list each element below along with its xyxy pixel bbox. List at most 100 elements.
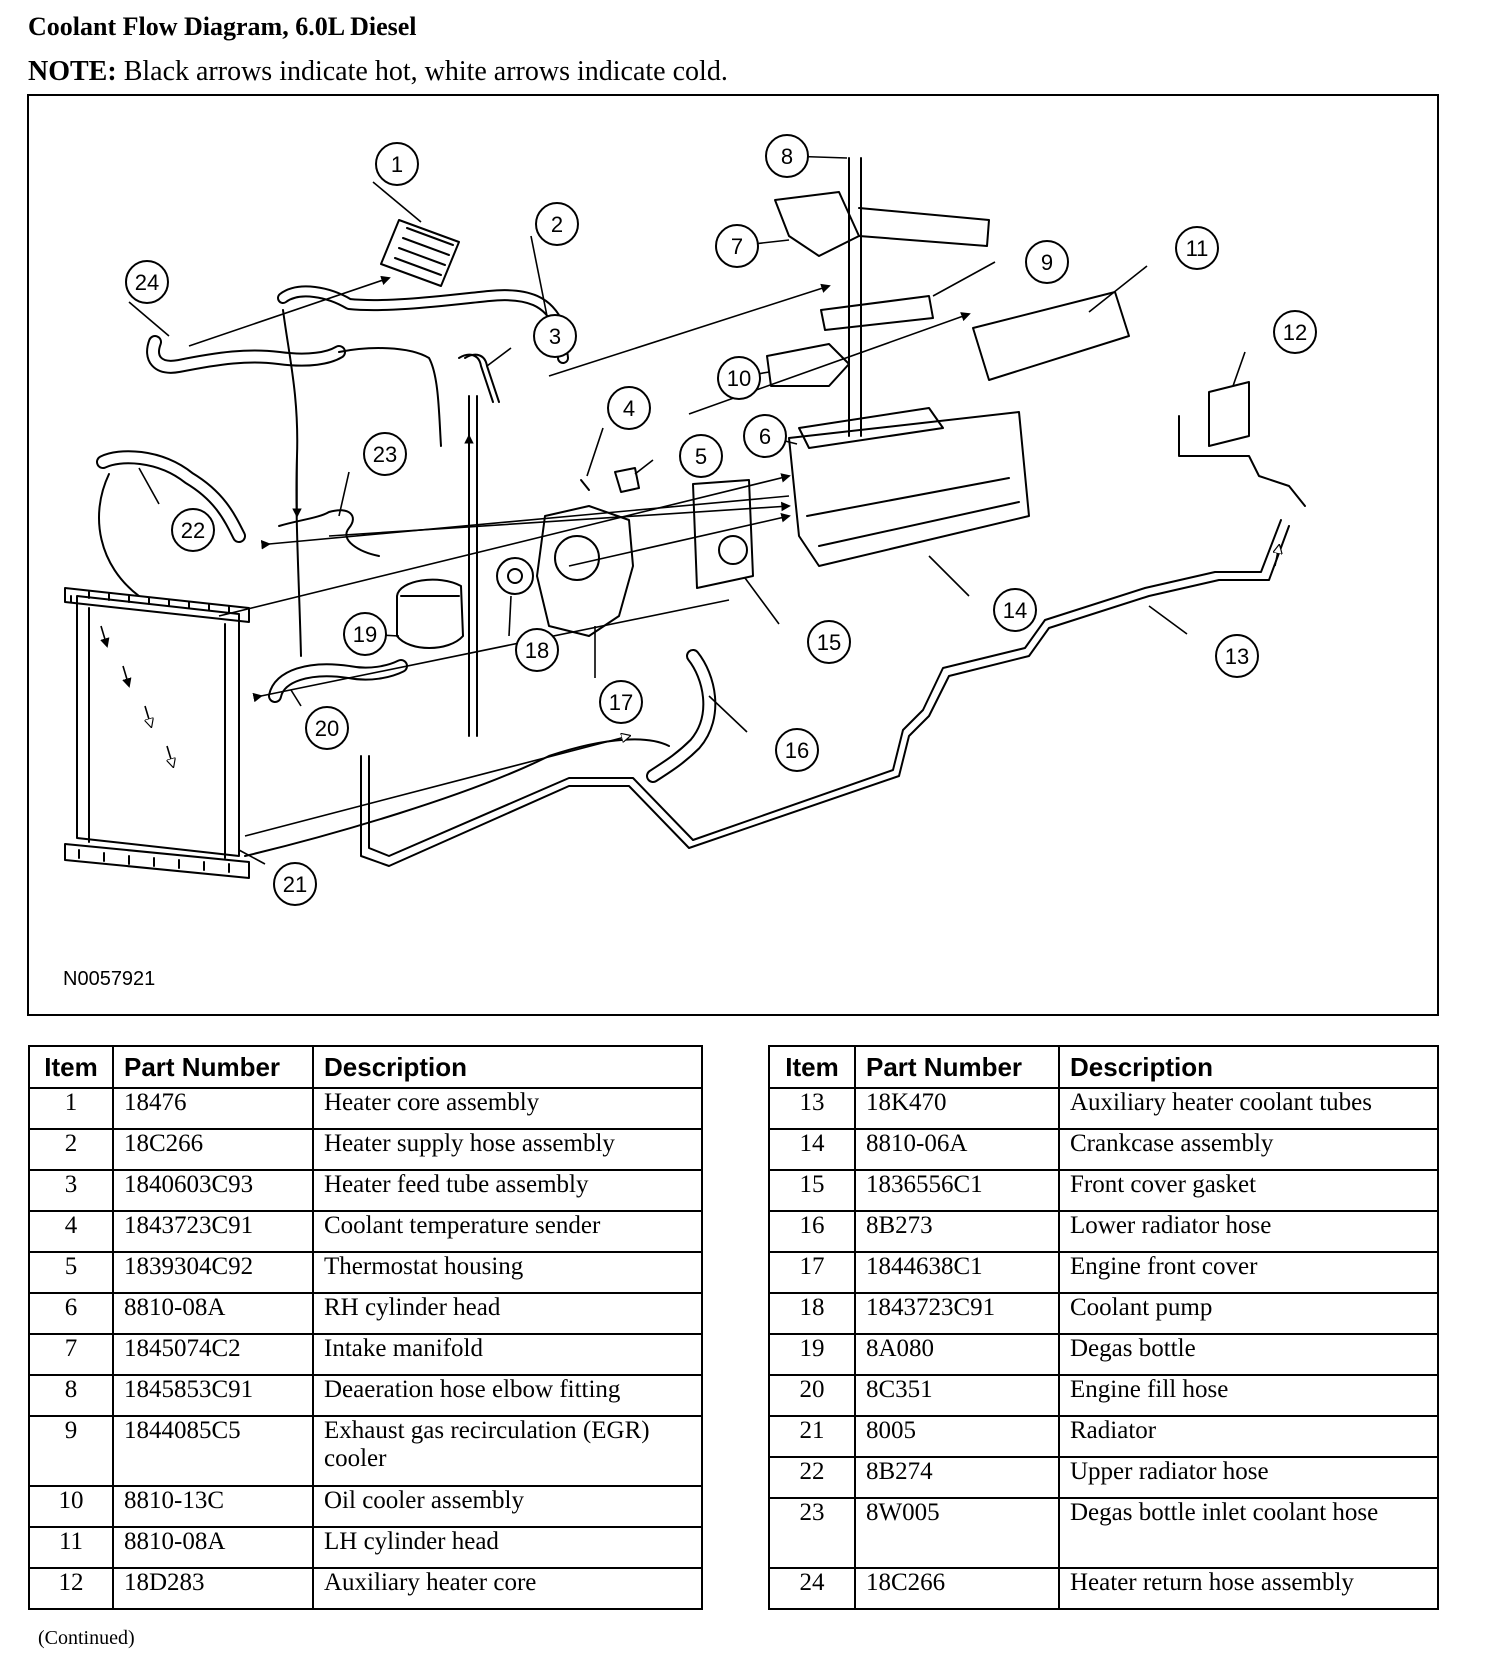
callout-circle [607, 386, 651, 430]
header-part-number: Part Number [112, 1045, 314, 1089]
item-cell: 9 [28, 1415, 114, 1487]
item-cell: 10 [28, 1485, 114, 1528]
callout-label: 12 [1283, 320, 1307, 345]
callout-label: 18 [525, 638, 549, 663]
callout-circle [515, 628, 559, 672]
item-cell: 24 [768, 1567, 856, 1610]
description-cell: Auxiliary heater core [312, 1567, 703, 1610]
callout-17: 17 [599, 680, 643, 724]
part-number-cell: 1843723C91 [854, 1292, 1060, 1335]
item-cell: 3 [28, 1169, 114, 1212]
callout-label: 11 [1186, 236, 1209, 261]
item-cell: 17 [768, 1251, 856, 1294]
description-cell: Coolant temperature sender [312, 1210, 703, 1253]
description-cell: Heater supply hose assembly [312, 1128, 703, 1171]
callout-20: 20 [305, 706, 349, 750]
description-cell: Coolant pump [1058, 1292, 1439, 1335]
callout-circle [807, 620, 851, 664]
callout-label: 14 [1003, 598, 1027, 623]
note-text: NOTE: Black arrows indicate hot, white a… [28, 56, 728, 88]
part-number-cell: 18D283 [112, 1567, 314, 1610]
callout-label: 4 [623, 396, 635, 421]
callout-5: 5 [679, 434, 723, 478]
item-cell: 5 [28, 1251, 114, 1294]
description-cell: Heater return hose assembly [1058, 1567, 1439, 1610]
part-number-cell: 18476 [112, 1087, 314, 1130]
part-number-cell: 18K470 [854, 1087, 1060, 1130]
description-cell: LH cylinder head [312, 1526, 703, 1569]
callout-label: 3 [549, 324, 561, 349]
callout-circle [1025, 240, 1069, 284]
callout-circle [679, 434, 723, 478]
callout-circle [535, 202, 579, 246]
callout-8: 8 [765, 134, 809, 178]
callout-label: 8 [781, 144, 793, 169]
part-number-cell: 1844085C5 [112, 1415, 314, 1487]
figure-id: N0057921 [63, 968, 156, 990]
callout-circle [363, 432, 407, 476]
callout-label: 15 [817, 630, 841, 655]
callout-circle [743, 414, 787, 458]
item-cell: 4 [28, 1210, 114, 1253]
item-cell: 8 [28, 1374, 114, 1417]
part-number-cell: 8810-13C [112, 1485, 314, 1528]
callout-circle [375, 142, 419, 186]
table-header-row: Item Part Number Description [28, 1045, 703, 1089]
callout-circle [993, 588, 1037, 632]
callout-circle [305, 706, 349, 750]
callout-4: 4 [607, 386, 651, 430]
callout-label: 19 [353, 622, 377, 647]
callout-label: 13 [1225, 644, 1249, 669]
callout-circle [599, 680, 643, 724]
description-cell: Thermostat housing [312, 1251, 703, 1294]
note-label: NOTE: [28, 56, 117, 87]
callout-1: 1 [375, 142, 419, 186]
part-number-cell: 1840603C93 [112, 1169, 314, 1212]
item-cell: 20 [768, 1374, 856, 1417]
item-cell: 14 [768, 1128, 856, 1171]
part-number-cell: 8W005 [854, 1497, 1060, 1569]
callout-13: 13 [1215, 634, 1259, 678]
part-number-cell: 1843723C91 [112, 1210, 314, 1253]
description-cell: Exhaust gas recirculation (EGR) cooler [312, 1415, 703, 1487]
item-cell: 7 [28, 1333, 114, 1376]
callout-circle [717, 356, 761, 400]
callout-label: 20 [315, 716, 339, 741]
callout-3: 3 [533, 314, 577, 358]
callout-15: 15 [807, 620, 851, 664]
callout-label: 9 [1041, 250, 1053, 275]
callout-label: 22 [181, 518, 205, 543]
part-number-cell: 18C266 [854, 1567, 1060, 1610]
callout-label: 5 [695, 444, 707, 469]
description-cell: Radiator [1058, 1415, 1439, 1458]
callout-label: 6 [759, 424, 771, 449]
description-cell: Crankcase assembly [1058, 1128, 1439, 1171]
item-cell: 16 [768, 1210, 856, 1253]
callout-14: 14 [993, 588, 1037, 632]
description-cell: Lower radiator hose [1058, 1210, 1439, 1253]
callout-label: 23 [373, 442, 397, 467]
description-cell: Front cover gasket [1058, 1169, 1439, 1212]
item-cell: 11 [28, 1526, 114, 1569]
description-cell: Intake manifold [312, 1333, 703, 1376]
table-header-row: Item Part Number Description [768, 1045, 1439, 1089]
item-cell: 1 [28, 1087, 114, 1130]
description-cell: RH cylinder head [312, 1292, 703, 1335]
callout-9: 9 [1025, 240, 1069, 284]
callout-label: 7 [731, 234, 743, 259]
item-cell: 21 [768, 1415, 856, 1458]
callout-label: 10 [727, 366, 751, 391]
